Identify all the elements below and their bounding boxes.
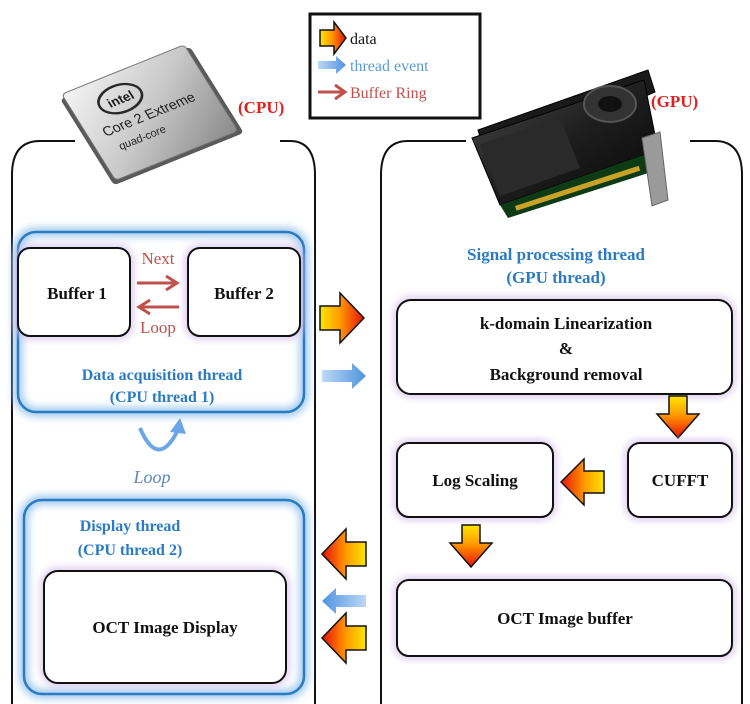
next-arrow-icon	[137, 274, 180, 292]
next-label: Next	[141, 249, 174, 268]
cufft-box	[627, 442, 733, 518]
signal-title-line1: Signal processing thread	[467, 245, 645, 264]
gpu-card-icon	[471, 69, 669, 218]
loop-back-arrow-icon	[136, 298, 179, 316]
acquisition-title-line1: Data acquisition thread	[82, 367, 243, 384]
legend-thread-event-arrow-icon	[318, 56, 346, 74]
data-arrow-to-cufft-icon	[655, 395, 701, 440]
outer-loop-arrow-icon	[138, 418, 186, 452]
buffer1-box	[17, 247, 131, 337]
linearization-box	[396, 299, 733, 395]
data-arrow-to-display-top-icon	[320, 527, 367, 581]
legend-data-label: data	[350, 31, 377, 48]
log-scaling-box	[396, 442, 554, 518]
oct-image-buffer-label: OCT Image buffer	[497, 609, 633, 628]
log-scaling-label: Log Scaling	[432, 471, 518, 490]
data-arrow-to-display-bottom-icon	[320, 611, 367, 665]
display-title-line2: (CPU thread 2)	[78, 542, 183, 559]
loop-outer-label: Loop	[132, 467, 170, 487]
oct-image-buffer-box	[396, 579, 733, 657]
data-arrow-to-gpu-icon	[319, 291, 366, 345]
buffer2-label: Buffer 2	[214, 284, 274, 303]
thread-event-arrow-to-display-icon	[322, 588, 366, 614]
gpu-label: (GPU)	[651, 92, 698, 111]
legend-buffer-ring-label: Buffer Ring	[350, 85, 427, 102]
legend: data thread event Buffer Ring	[308, 12, 482, 120]
acquisition-title-line2: (CPU thread 1)	[110, 389, 215, 406]
cpu-panel-outline	[11, 140, 316, 704]
oct-image-display-box	[43, 570, 287, 684]
buffer2-box	[187, 247, 301, 337]
cpu-chip-icon: intel Core 2 Extreme quad-core	[61, 45, 243, 185]
legend-thread-event-label: thread event	[350, 58, 429, 75]
gpu-panel-outline	[380, 140, 743, 704]
legend-buffer-ring-arrow-icon	[318, 83, 348, 101]
buffer1-label: Buffer 1	[47, 284, 107, 303]
display-thread-container	[22, 498, 306, 696]
data-arrow-to-log-icon	[559, 457, 605, 507]
cufft-label: CUFFT	[652, 471, 709, 490]
linearization-line3: Background removal	[490, 365, 643, 384]
cpu-label: (CPU)	[238, 98, 284, 117]
signal-title-line2: (GPU thread)	[506, 268, 605, 287]
thread-event-arrow-to-gpu-icon	[322, 363, 366, 389]
display-title-line1: Display thread	[80, 518, 181, 535]
linearization-line2: &	[559, 339, 573, 358]
data-arrow-to-image-buffer-icon	[448, 524, 494, 569]
loop-inner-label: Loop	[140, 318, 176, 337]
linearization-line1: k-domain Linearization	[480, 314, 653, 333]
oct-image-display-label: OCT Image Display	[92, 618, 238, 637]
legend-data-arrow-icon	[319, 19, 347, 57]
